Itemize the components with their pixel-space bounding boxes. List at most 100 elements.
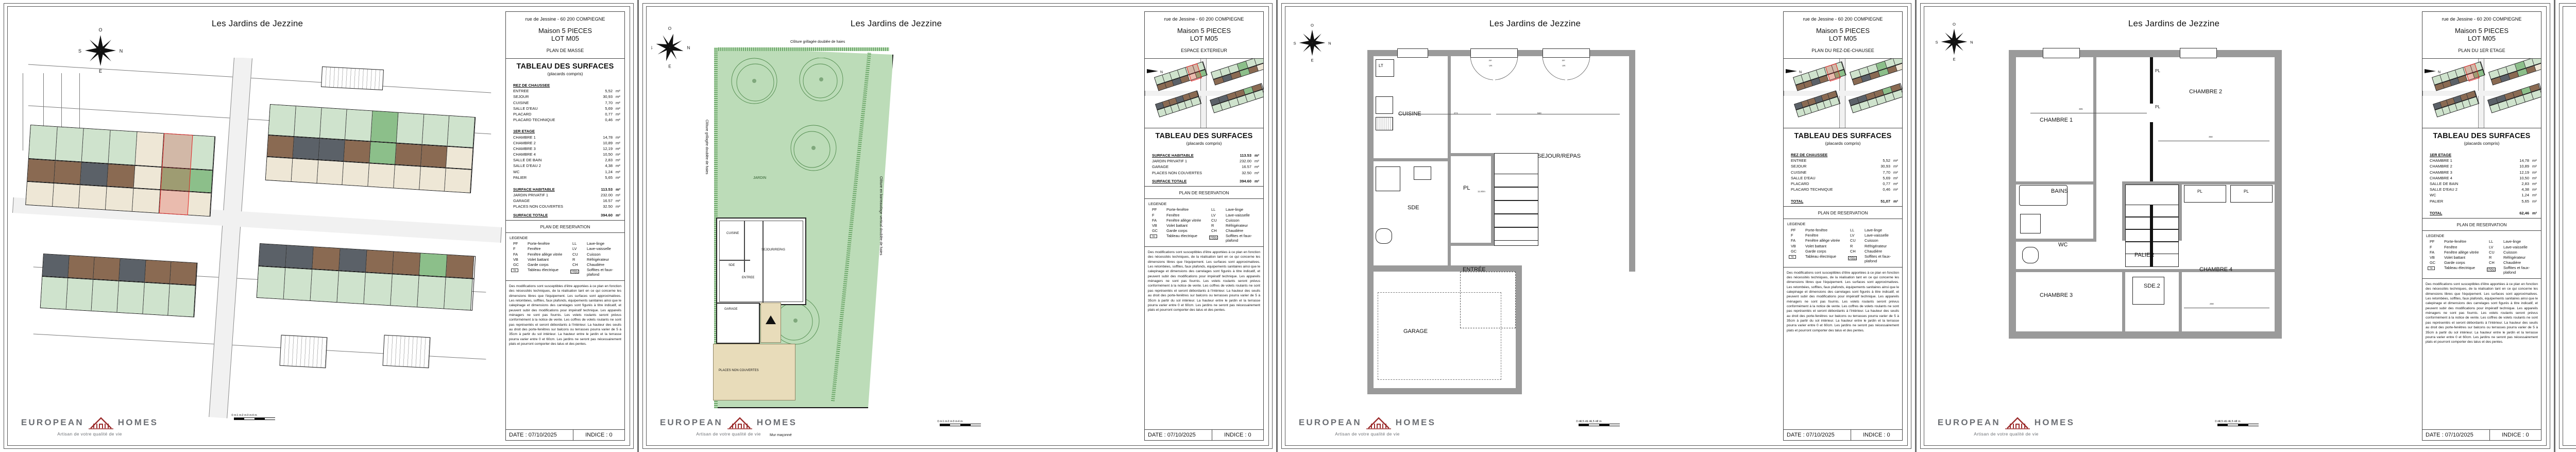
legend-title: LEGENDE [2426, 233, 2445, 238]
window-symbol [2043, 48, 2080, 58]
minimap-north-arrow-icon: N [1147, 69, 1163, 74]
plan-date: DATE : 07/10/2025 [1145, 430, 1212, 440]
sheet-facades[interactable]: Les Jardins de Jezzine [2555, 0, 2576, 452]
surfaces-subtitle: (placards compris) [1825, 141, 1861, 146]
plan-date: DATE : 07/10/2025 [2422, 430, 2490, 440]
group-label: REZ DE CHAUSSEE [513, 83, 550, 88]
plan-indice: INDICE : 0 [1224, 432, 1251, 438]
house-type: Maison 5 PIECES [538, 27, 592, 35]
house-type: Maison 5 PIECES [2454, 27, 2509, 35]
room-label-lt: LT [1379, 63, 1383, 68]
sheet-frame-outer [1920, 3, 2550, 449]
surfaces-table-block: TABLEAU DES SURFACES (placards compris) … [1145, 128, 1263, 187]
sheet-frame-outer [2559, 3, 2576, 449]
title-block-footer: DATE : 07/10/2025 INDICE : 0 [1784, 429, 1902, 440]
door-swing-arc [1470, 56, 1518, 80]
house-row-a [25, 125, 216, 217]
title-block-footer: DATE : 07/10/2025 INDICE : 0 [2422, 429, 2541, 440]
surfaces-table-block: TABLEAU DES SURFACES (placards compris) … [2422, 128, 2541, 219]
legal-notice: Des modifications sont susceptibles d'êt… [2426, 282, 2538, 344]
reservation-title: PLAN DE RESERVATION [1145, 187, 1263, 199]
project-address: rue de Jessine - 60 200 COMPIEGNE [1803, 16, 1883, 22]
drawing-area-espace-exterieur: Les Jardins de Jezzine O E S N [651, 11, 1141, 441]
reservation-title: PLAN DE RESERVATION [1784, 207, 1902, 220]
location-minimap[interactable]: N [1145, 59, 1263, 129]
legend-item: Soffites et faux-plafond [1843, 254, 1902, 263]
compass-label-n: N [1328, 41, 1331, 45]
sheet-espace-exterieur[interactable]: Les Jardins de Jezzine O E S N [639, 0, 1278, 452]
compass-label-s: S [78, 48, 81, 54]
logo-tagline: Artisan de votre qualité de vie [1335, 431, 1400, 437]
house-type: Maison 5 PIECES [1177, 27, 1231, 35]
title-block-2[interactable]: rue de Jessine - 60 200 COMPIEGNE Maison… [1144, 11, 1264, 441]
drawing-area-etage: Les Jardins de Jezzine O E S N [1929, 11, 2419, 441]
title-block-3[interactable]: rue de Jessine - 60 200 COMPIEGNE Maison… [1783, 11, 1903, 441]
entry-dashed [1460, 272, 1516, 328]
compass-label-n: N [120, 48, 123, 54]
location-minimap[interactable]: N [1784, 59, 1902, 129]
legend-item: Soffites et faux-plafond [1204, 233, 1263, 243]
location-minimap[interactable]: N [2422, 59, 2541, 129]
title-block-4[interactable]: rue de Jessine - 60 200 COMPIEGNE Maison… [2422, 11, 2541, 441]
surfaces-table-block: TABLEAU DES SURFACES (placards compris) … [506, 59, 624, 221]
reservation-title: PLAN DE RESERVATION [506, 221, 624, 233]
tableau-electrique-icon: TE [2422, 265, 2444, 271]
title-block-1[interactable]: rue de Jessine - 60 200 COMPIEGNE Maison… [505, 11, 625, 441]
title-block-header: rue de Jessine - 60 200 COMPIEGNE Maison… [2422, 12, 2541, 59]
sheet-frame-inner [1285, 6, 1908, 446]
legal-notice: Des modifications sont susceptibles d'êt… [1148, 250, 1260, 312]
minimap-north-arrow-icon: N [1786, 69, 1802, 74]
tableau-electrique-icon: TE [506, 267, 528, 273]
floorplan-rdc: CUISINE SEJOUR/REPAS ENTRÉE SDE PL LT GA… [1367, 48, 1676, 406]
group-label: REZ DE CHAUSSEE [1791, 153, 1828, 158]
room-label-sejour-repas: SEJOUR/REPAS [1537, 153, 1581, 159]
room-label-garage: GARAGE [724, 308, 738, 311]
sheet-plan-rez-de-chaussee[interactable]: Les Jardins de Jezzine O E S N [1278, 0, 1917, 452]
entrance-arrow-icon [766, 315, 776, 324]
logo-tagline: Artisan de votre qualité de vie [57, 431, 122, 437]
porte-fenetre-symbol [1470, 48, 1518, 58]
legend-title: LEGENDE [1787, 222, 1806, 227]
project-title: Les Jardins de Jezzine [850, 19, 942, 28]
tableau-electrique-icon: TE [1784, 254, 1805, 259]
sheet-plan-de-masse[interactable]: Les Jardins de Jezzine O E [0, 0, 639, 452]
sheet-frame-inner [2563, 6, 2576, 446]
fence-label-top: Clôture grillagée doublée de haies [790, 40, 845, 44]
sheet-plan-1er-etage[interactable]: Les Jardins de Jezzine O E S N [1917, 0, 2555, 452]
title-block-footer: DATE : 07/10/2025 INDICE : 0 [506, 429, 624, 440]
garden-label: JARDIN [753, 176, 767, 180]
project-address: rue de Jessine - 60 200 COMPIEGNE [2442, 16, 2522, 22]
logo-text-left: EUROPEAN [1937, 417, 2001, 427]
project-title: Les Jardins de Jezzine [1489, 19, 1581, 28]
